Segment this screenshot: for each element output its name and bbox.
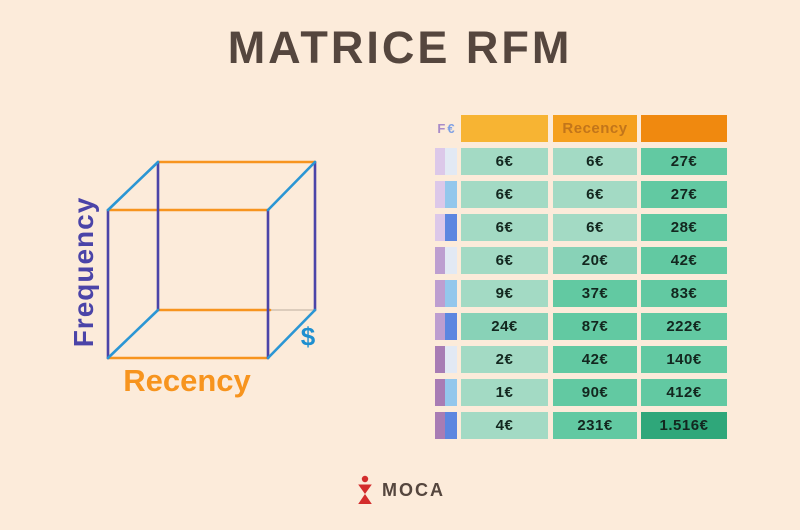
frequency-chip (435, 412, 445, 439)
page-title: MATRICE RFM (227, 22, 573, 73)
table-cell: 1€ (461, 379, 548, 406)
table-header-row: F € Recency (435, 115, 727, 142)
frequency-chip (435, 346, 445, 373)
table-row: 6€ 6€ 27€ (435, 181, 727, 208)
frequency-corner-label: F (437, 121, 446, 136)
monetary-corner-label: € (447, 121, 455, 136)
table-cell: 28€ (641, 214, 727, 241)
table-cell: 1.516€ (641, 412, 727, 439)
frequency-chip (435, 313, 445, 340)
table-cell: 42€ (553, 346, 637, 373)
table-cell: 6€ (553, 214, 637, 241)
monetary-chip (445, 346, 457, 373)
table-cell: 6€ (461, 247, 548, 274)
table-cell: 231€ (553, 412, 637, 439)
recency-header-cell-3 (641, 115, 727, 142)
table-cell: 90€ (553, 379, 637, 406)
monetary-chip (445, 280, 457, 307)
monetary-chip (445, 148, 457, 175)
frequency-axis-label: Frequency (68, 196, 99, 348)
table-cell: 37€ (553, 280, 637, 307)
rfm-matrix-table: F € Recency 6€ 6€ 27€ 6€ 6€ 27€ 6€ 6€ (435, 115, 727, 445)
table-cell: 83€ (641, 280, 727, 307)
table-row: 9€ 37€ 83€ (435, 280, 727, 307)
table-row: 6€ 6€ 27€ (435, 148, 727, 175)
monetary-chip (445, 313, 457, 340)
table-cell: 87€ (553, 313, 637, 340)
table-cell: 4€ (461, 412, 548, 439)
table-row: 6€ 20€ 42€ (435, 247, 727, 274)
table-cell: 27€ (641, 181, 727, 208)
monetary-chip (445, 181, 457, 208)
table-cell: 42€ (641, 247, 727, 274)
frequency-chip (435, 280, 445, 307)
recency-header-cell-1 (461, 115, 548, 142)
brand-footer: MOCA (0, 475, 800, 505)
table-cell: 6€ (461, 214, 548, 241)
frequency-chip (435, 181, 445, 208)
frequency-chip (435, 247, 445, 274)
table-row: 24€ 87€ 222€ (435, 313, 727, 340)
table-cell: 27€ (641, 148, 727, 175)
monetary-axis-label: $ (300, 321, 316, 352)
recency-axis-label: Recency (123, 363, 251, 398)
table-cell: 6€ (553, 181, 637, 208)
table-cell: 20€ (553, 247, 637, 274)
monetary-chip (445, 412, 457, 439)
hourglass-logo-icon (358, 475, 372, 504)
table-cell: 412€ (641, 379, 727, 406)
table-cell: 9€ (461, 280, 548, 307)
frequency-chip (435, 148, 445, 175)
table-cell: 222€ (641, 313, 727, 340)
table-cell: 6€ (461, 148, 548, 175)
table-row: 4€ 231€ 1.516€ (435, 412, 727, 439)
monetary-chip (445, 379, 457, 406)
monetary-chip (445, 214, 457, 241)
brand-name: MOCA (382, 479, 445, 500)
table-row: 2€ 42€ 140€ (435, 346, 727, 373)
table-cell: 140€ (641, 346, 727, 373)
monetary-chip (445, 247, 457, 274)
table-row: 1€ 90€ 412€ (435, 379, 727, 406)
table-cell: 24€ (461, 313, 548, 340)
table-row: 6€ 6€ 28€ (435, 214, 727, 241)
frequency-chip (435, 214, 445, 241)
corner-label: F € (435, 115, 457, 142)
table-cell: 6€ (461, 181, 548, 208)
table-cell: 2€ (461, 346, 548, 373)
table-cell: 6€ (553, 148, 637, 175)
frequency-chip (435, 379, 445, 406)
recency-header-cell-2: Recency (553, 115, 637, 142)
rfm-cube-diagram (106, 160, 317, 360)
